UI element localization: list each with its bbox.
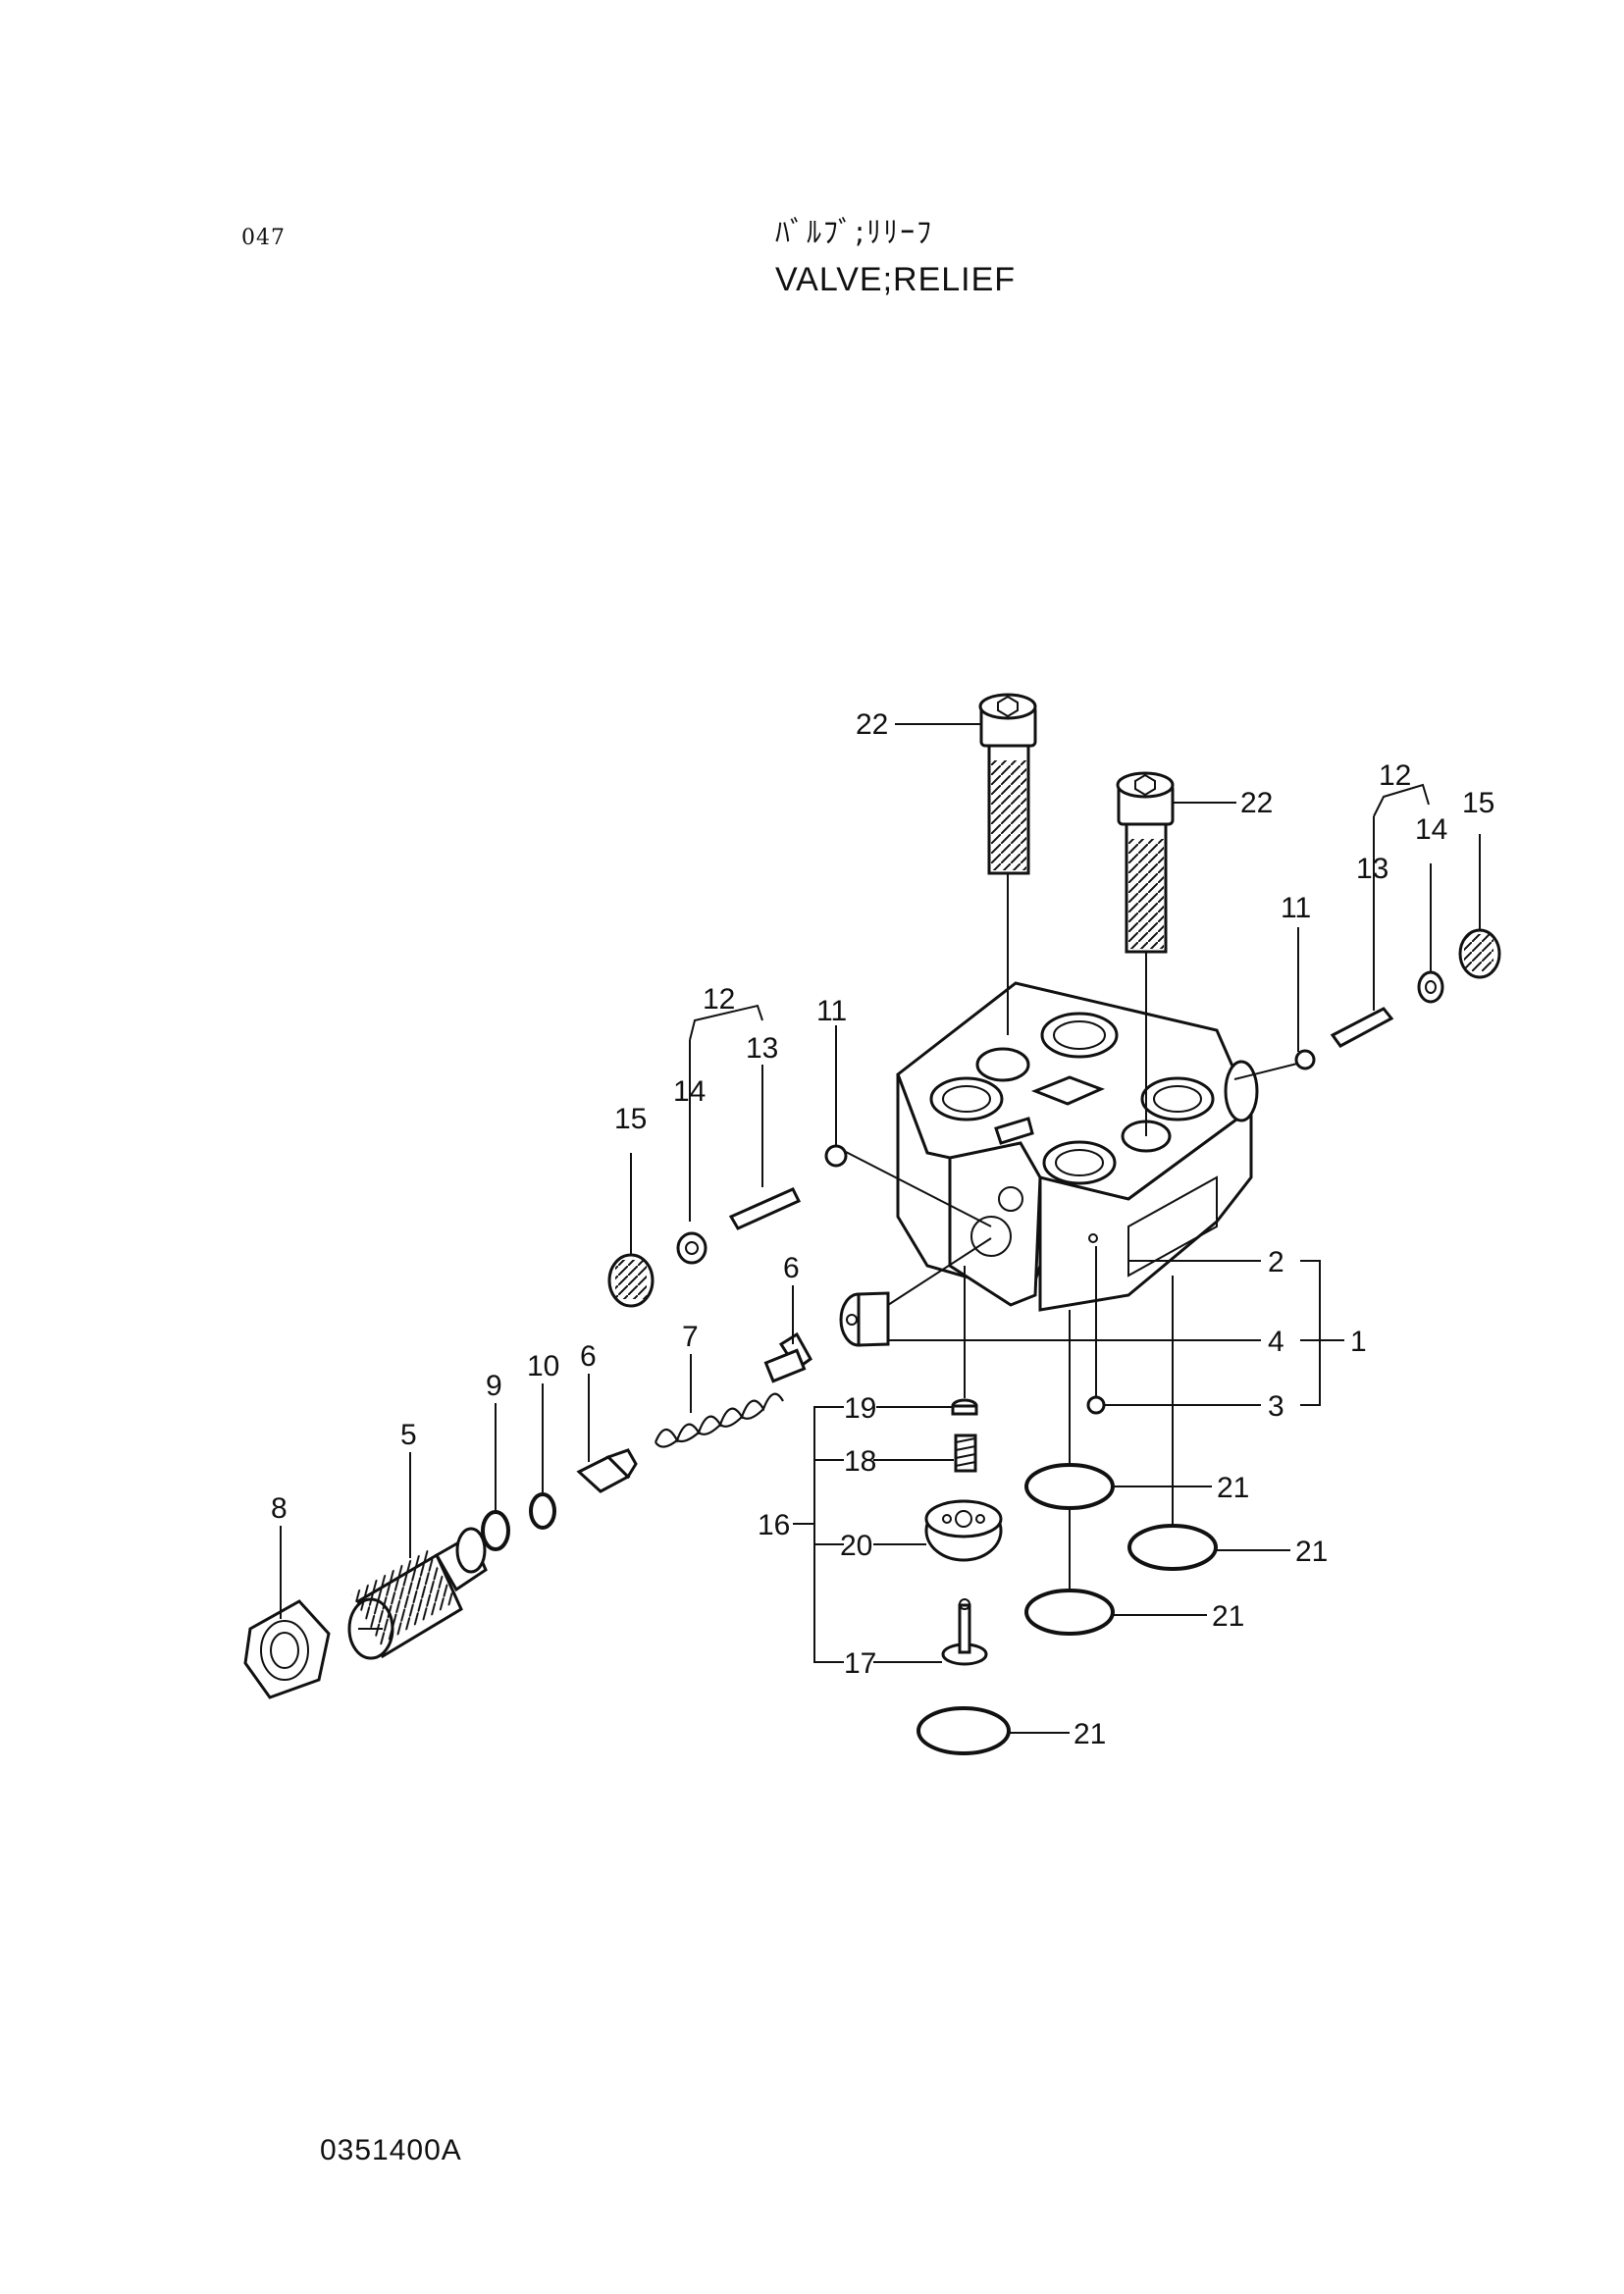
callout-13b: 13 bbox=[1356, 853, 1388, 885]
callout-6a: 6 bbox=[783, 1252, 800, 1284]
spring-18 bbox=[954, 1434, 977, 1473]
ball-left bbox=[824, 1144, 848, 1168]
poppet-17 bbox=[941, 1598, 988, 1666]
socket-bolt-right bbox=[1116, 771, 1175, 954]
pin-left bbox=[728, 1187, 802, 1230]
o-ring-21-d bbox=[917, 1706, 1011, 1755]
title-japanese: ﾊﾞﾙﾌﾞ;ﾘﾘｰﾌ bbox=[775, 216, 934, 250]
callout-21c: 21 bbox=[1212, 1600, 1244, 1633]
drawing-number: 0351400A bbox=[320, 2134, 462, 2166]
o-ring-9 bbox=[481, 1510, 510, 1551]
callout-9: 9 bbox=[486, 1370, 502, 1402]
callout-21b: 21 bbox=[1295, 1536, 1328, 1568]
callout-8: 8 bbox=[271, 1492, 288, 1525]
pin-right bbox=[1330, 1007, 1394, 1048]
callout-5: 5 bbox=[400, 1419, 417, 1451]
adjusting-screw bbox=[347, 1527, 488, 1660]
callout-21d: 21 bbox=[1074, 1718, 1106, 1750]
callout-1: 1 bbox=[1350, 1326, 1367, 1358]
callout-6b: 6 bbox=[580, 1340, 597, 1373]
callout-4: 4 bbox=[1268, 1326, 1284, 1358]
o-ring-10 bbox=[529, 1492, 556, 1530]
callout-17: 17 bbox=[844, 1647, 876, 1680]
spring bbox=[654, 1392, 784, 1448]
callout-18: 18 bbox=[844, 1445, 876, 1478]
plug-left bbox=[607, 1253, 655, 1308]
callout-13a: 13 bbox=[746, 1032, 778, 1065]
lock-nut bbox=[243, 1599, 331, 1699]
ball-right bbox=[1294, 1049, 1316, 1070]
callout-11a: 11 bbox=[816, 995, 847, 1027]
callout-14a: 14 bbox=[673, 1075, 706, 1108]
collar-left bbox=[676, 1231, 707, 1265]
assembly-axes bbox=[845, 873, 1298, 1590]
callout-2: 2 bbox=[1268, 1246, 1284, 1278]
plug-right bbox=[1458, 928, 1501, 979]
callout-12a: 12 bbox=[703, 983, 735, 1016]
poppet-lower bbox=[576, 1448, 638, 1493]
callout-21a: 21 bbox=[1217, 1472, 1249, 1504]
callout-15b: 15 bbox=[1462, 787, 1494, 819]
poppet-upper bbox=[763, 1331, 812, 1383]
callout-12b: 12 bbox=[1379, 759, 1411, 792]
plug-19 bbox=[951, 1398, 978, 1416]
callout-14b: 14 bbox=[1415, 813, 1447, 846]
leader-lines bbox=[280, 723, 1481, 1734]
callout-labels: 22 22 12 13 14 15 11 12 13 14 15 11 6 7 … bbox=[271, 708, 1494, 1750]
valve-seat bbox=[839, 1291, 890, 1347]
o-ring-21-b bbox=[1127, 1524, 1218, 1571]
callout-7: 7 bbox=[682, 1321, 699, 1353]
callout-15a: 15 bbox=[614, 1103, 647, 1135]
o-ring-21-a bbox=[1024, 1463, 1115, 1510]
o-ring-21-c bbox=[1024, 1589, 1115, 1636]
callout-10: 10 bbox=[527, 1350, 559, 1382]
callout-16: 16 bbox=[758, 1509, 790, 1541]
callout-22b: 22 bbox=[1240, 787, 1273, 819]
callout-11b: 11 bbox=[1281, 892, 1311, 924]
callout-3: 3 bbox=[1268, 1390, 1284, 1423]
callout-19: 19 bbox=[844, 1392, 876, 1425]
page-number: 047 bbox=[241, 226, 286, 250]
callout-22a: 22 bbox=[856, 708, 888, 741]
retainer-20 bbox=[924, 1499, 1003, 1562]
title-english: VALVE;RELIEF bbox=[775, 261, 1017, 298]
collar-right bbox=[1417, 970, 1444, 1004]
socket-bolt-left bbox=[978, 693, 1037, 875]
callout-20: 20 bbox=[840, 1530, 872, 1562]
